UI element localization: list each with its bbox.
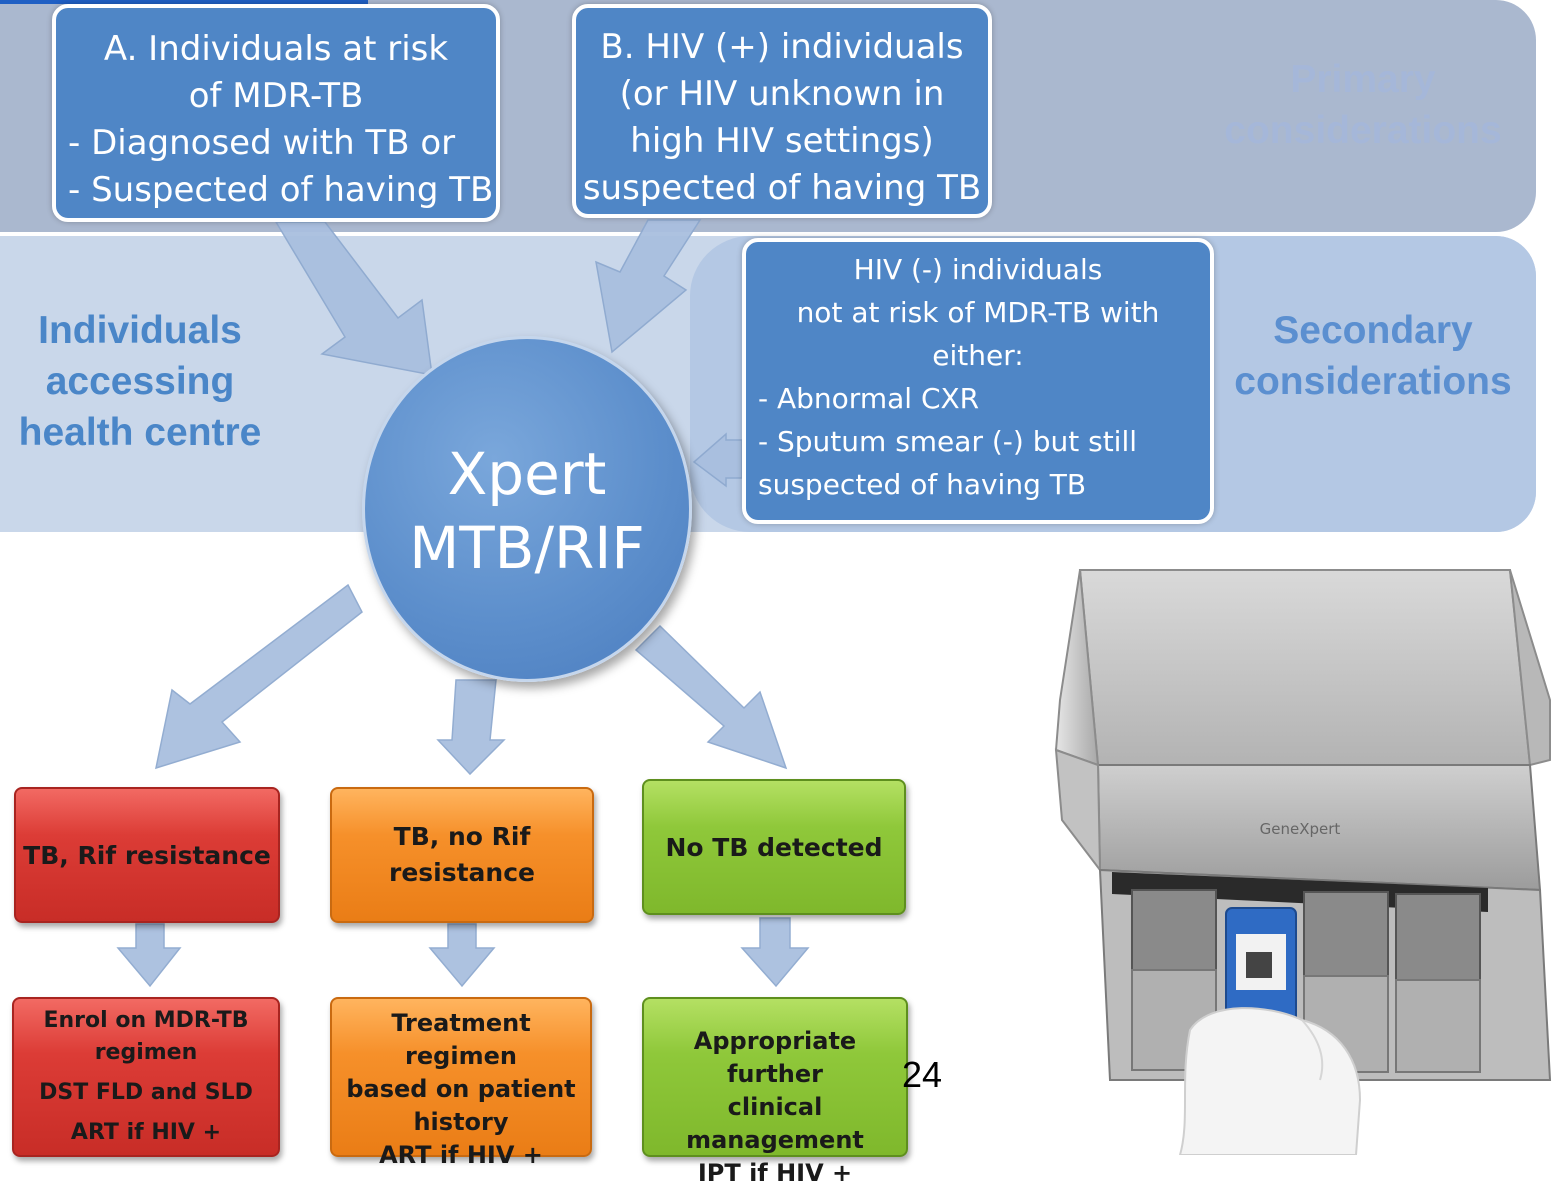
gloved-hand-icon: [1178, 1007, 1362, 1155]
arrow-b: [595, 219, 702, 354]
xpert-line: MTB/RIF: [409, 514, 645, 582]
hiv-negative-box: HIV (-) individuals not at risk of MDR-T…: [742, 238, 1214, 524]
arrow-notb-down: [740, 917, 810, 988]
accessing-label-line: health centre: [18, 411, 262, 454]
box-c-line: - Sputum smear (-) but still: [758, 425, 1138, 458]
individuals-accessing-label: Individuals accessing health centre: [0, 305, 280, 458]
action-line: regimen: [94, 1040, 198, 1065]
action-line: clinical management: [686, 1093, 864, 1154]
action-line: ART if HIV +: [70, 1120, 222, 1145]
box-b-line: suspected of having TB: [582, 168, 982, 208]
group-a-box: A. Individuals at risk of MDR-TB - Diagn…: [52, 4, 500, 222]
xpert-mtb-rif-circle: Xpert MTB/RIF: [362, 336, 692, 682]
result-no-tb-detected: No TB detected: [642, 779, 906, 915]
arrow-a-left: [274, 221, 433, 376]
result-label: No TB detected: [665, 832, 883, 862]
primary-considerations-label: Primary considerations: [1196, 54, 1530, 156]
arrow-rif-down: [116, 923, 182, 988]
accessing-label-line: accessing: [45, 360, 235, 403]
action-further-management: Appropriate further clinical management …: [642, 997, 908, 1187]
box-c-line: either:: [932, 339, 1024, 372]
action-line: Treatment regimen: [391, 1009, 531, 1070]
flow-arrows: [116, 219, 810, 988]
action-line: DST FLD and SLD: [39, 1080, 253, 1105]
title-strip: [0, 0, 368, 4]
xpert-line: Xpert: [447, 440, 607, 508]
action-line: history: [413, 1108, 509, 1136]
arrow-out-left: [155, 583, 363, 770]
accessing-label-line: Individuals: [38, 309, 242, 352]
result-tb-no-rif-resistance: TB, no Rif resistance: [330, 787, 594, 923]
box-a-line: - Suspected of having TB: [68, 170, 494, 210]
action-line: Enrol on MDR-TB: [43, 1008, 249, 1033]
box-c-line: not at risk of MDR-TB with: [796, 296, 1160, 329]
box-b-line: high HIV settings): [630, 121, 934, 161]
secondary-considerations-label: Secondary considerations: [1208, 305, 1538, 407]
box-a-line: - Diagnosed with TB or: [68, 123, 456, 163]
result-label: TB, no Rif: [393, 822, 531, 851]
page-number: 24: [902, 1054, 943, 1095]
action-treatment-regimen: Treatment regimen based on patient histo…: [330, 997, 592, 1169]
primary-label-line: Primary: [1290, 58, 1436, 101]
result-label: resistance: [388, 858, 535, 887]
action-line: Appropriate further: [693, 1027, 857, 1088]
box-c-line: - Abnormal CXR: [758, 382, 980, 415]
genexpert-device-image: GeneXpert: [1054, 569, 1552, 1155]
arrow-c: [692, 432, 743, 488]
result-tb-rif-resistance: TB, Rif resistance: [14, 787, 280, 923]
group-b-box: B. HIV (+) individuals (or HIV unknown i…: [572, 4, 992, 218]
box-b-line: (or HIV unknown in: [619, 74, 945, 114]
device-brand-label: GeneXpert: [1260, 820, 1341, 838]
arrow-out-center: [436, 679, 506, 776]
result-label: TB, Rif resistance: [23, 840, 271, 870]
arrow-norif-down: [428, 923, 496, 988]
action-enrol-mdr-tb: Enrol on MDR-TB regimen DST FLD and SLD …: [12, 997, 280, 1157]
secondary-label-line: Secondary: [1273, 309, 1473, 352]
action-line: ART if HIV +: [379, 1141, 543, 1169]
arrow-out-right: [634, 624, 788, 770]
box-a-line: A. Individuals at risk: [103, 29, 449, 69]
box-c-line: HIV (-) individuals: [853, 253, 1103, 286]
box-a-line: of MDR-TB: [188, 76, 364, 116]
secondary-label-line: considerations: [1234, 360, 1512, 403]
action-line: IPT if HIV +: [697, 1159, 853, 1187]
box-c-line: suspected of having TB: [758, 468, 1087, 501]
primary-label-line: considerations: [1224, 109, 1502, 152]
box-b-line: B. HIV (+) individuals: [600, 27, 964, 67]
action-line: based on patient: [346, 1075, 576, 1103]
